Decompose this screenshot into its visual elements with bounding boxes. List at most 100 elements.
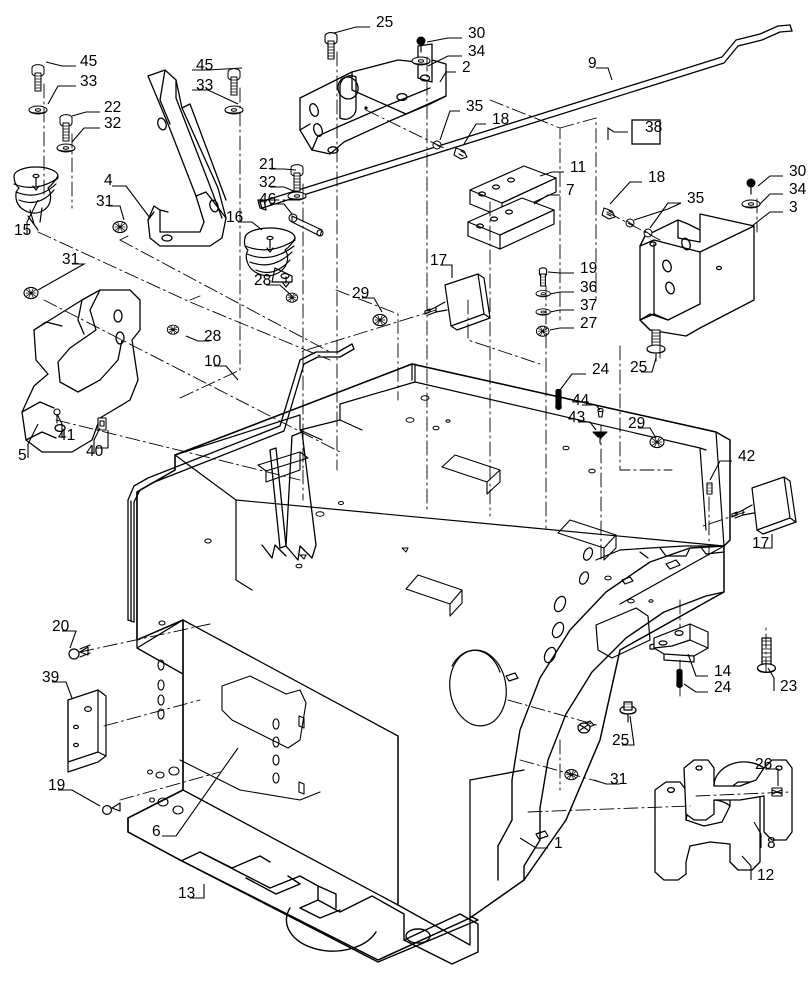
leader-lines xyxy=(26,26,783,899)
callout-number-4: 4 xyxy=(104,172,113,189)
hardware-29-a xyxy=(372,313,388,327)
center-lines xyxy=(37,51,791,813)
callout-number-44: 44 xyxy=(572,392,590,409)
callout-number-27: 27 xyxy=(580,315,597,332)
frame-left-panel-cutouts xyxy=(147,620,321,815)
hardware-31-lower xyxy=(564,768,579,781)
hardware-46 xyxy=(288,213,324,237)
bracket-part-8 xyxy=(683,759,793,841)
hardware-40 xyxy=(97,417,107,431)
callout-number-22: 22 xyxy=(104,99,121,116)
hardware-42 xyxy=(706,482,713,495)
rod-part-10 xyxy=(127,343,355,623)
main-frame-part-1 xyxy=(127,363,731,961)
deck-left-holes xyxy=(204,538,409,560)
callout-number-28: 28 xyxy=(204,328,221,345)
hardware-20 xyxy=(68,644,91,660)
hardware-27 xyxy=(535,325,550,337)
hardware-30-right xyxy=(746,178,756,195)
isolator-mount-part-15 xyxy=(13,166,59,231)
hardware-25-lower xyxy=(619,701,637,723)
callout-number-30: 30 xyxy=(789,163,807,180)
hardware-24-lower xyxy=(676,668,683,688)
hardware-28-b xyxy=(166,324,180,335)
callout-number-33: 33 xyxy=(80,73,97,90)
callout-number-43: 43 xyxy=(568,409,585,426)
callout-number-19: 19 xyxy=(580,260,597,277)
callout-number-26: 26 xyxy=(755,756,772,773)
shim-part-7 xyxy=(467,197,555,250)
callout-number-38: 38 xyxy=(645,119,662,136)
callout-number-36: 36 xyxy=(580,279,597,296)
callout-number-37: 37 xyxy=(580,297,597,314)
callout-number-40: 40 xyxy=(86,443,104,460)
hardware-19-top xyxy=(538,267,548,287)
callout-number-18: 18 xyxy=(492,111,509,128)
callout-number-25: 25 xyxy=(612,732,629,749)
callout-number-34: 34 xyxy=(789,181,807,198)
callout-number-2: 2 xyxy=(462,59,471,76)
callout-number-24: 24 xyxy=(592,361,610,378)
callout-number-34: 34 xyxy=(468,43,486,60)
callout-number-17: 17 xyxy=(430,252,447,269)
callout-number-17: 17 xyxy=(752,535,769,552)
frame-front-face xyxy=(397,735,525,946)
hardware-31-b xyxy=(23,286,39,300)
callout-number-15: 15 xyxy=(14,222,31,239)
frame-fender xyxy=(497,545,725,881)
callout-number-35: 35 xyxy=(466,98,483,115)
callout-number-45: 45 xyxy=(196,57,213,74)
callout-number-7: 7 xyxy=(566,182,575,199)
callout-number-13: 13 xyxy=(178,885,195,902)
hardware-18-right xyxy=(601,207,616,220)
hardware-45-left xyxy=(31,64,45,92)
bracket-part-2 xyxy=(299,43,447,155)
callout-number-8: 8 xyxy=(767,835,776,852)
callout-number-24: 24 xyxy=(714,679,732,696)
callout-number-46: 46 xyxy=(259,191,276,208)
assembly-boundaries xyxy=(179,99,673,501)
fender-openings xyxy=(449,547,681,840)
callout-number-20: 20 xyxy=(52,618,70,635)
hardware-45-right xyxy=(227,68,241,96)
callout-number-31: 31 xyxy=(96,193,113,210)
hardware-21 xyxy=(290,164,304,192)
base-plate-part-13 xyxy=(127,789,479,965)
callout-number-9: 9 xyxy=(588,55,597,72)
callout-number-29: 29 xyxy=(628,415,645,432)
callout-number-1: 1 xyxy=(554,835,563,852)
frame-upright-tab xyxy=(261,431,317,561)
rod-part-9 xyxy=(257,24,793,211)
hardware-31-a xyxy=(112,220,128,234)
callout-number-30: 30 xyxy=(468,25,486,42)
hardware-29-b xyxy=(649,435,665,449)
frame-deck-holes xyxy=(295,395,654,604)
callout-number-33: 33 xyxy=(196,77,213,94)
isolator-mount-part-16 xyxy=(243,227,296,288)
block-part-17-right xyxy=(731,476,797,535)
support-bracket-part-4 xyxy=(147,69,227,247)
callout-number-28: 28 xyxy=(254,272,271,289)
callout-number-25: 25 xyxy=(630,359,647,376)
callout-number-10: 10 xyxy=(204,353,222,370)
detail-reference-box-38 xyxy=(631,119,661,145)
hardware-19-lower xyxy=(101,802,121,815)
hardware-24-upper xyxy=(555,388,562,410)
callout-number-29: 29 xyxy=(352,285,369,302)
fender-top-lip xyxy=(595,545,725,561)
callout-number-42: 42 xyxy=(738,448,755,465)
hardware-43 xyxy=(592,431,608,444)
callout-number-16: 16 xyxy=(226,209,243,226)
hardware-23 xyxy=(756,637,777,673)
callout-number-41: 41 xyxy=(58,427,75,444)
callout-number-19: 19 xyxy=(48,777,65,794)
callout-number-3: 3 xyxy=(789,199,798,216)
hardware-25-top xyxy=(324,32,338,60)
callout-number-32: 32 xyxy=(104,115,121,132)
hardware-22 xyxy=(59,114,73,142)
callout-number-25: 25 xyxy=(376,14,393,31)
callout-number-6: 6 xyxy=(152,823,161,840)
hardware-18-left xyxy=(453,147,468,160)
